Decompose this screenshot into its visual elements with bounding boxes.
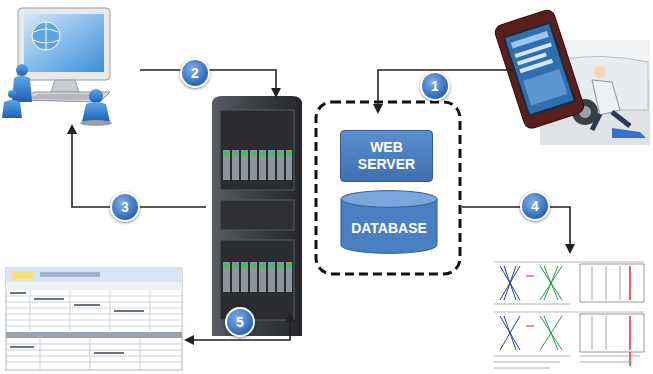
dashed-enclosure <box>316 102 460 274</box>
tablet-photo <box>493 8 650 145</box>
server-tower <box>212 96 302 336</box>
callout-number: 3 <box>110 192 140 222</box>
flow-arrows <box>72 70 570 340</box>
node-label: DATABASE <box>351 220 427 237</box>
chart-image <box>490 256 648 372</box>
node-label: WEB SERVER <box>353 139 420 173</box>
callout-number: 5 <box>225 307 255 337</box>
computer-icon <box>2 8 112 126</box>
database-cylinder: DATABASE <box>340 190 438 254</box>
process-box: WEB SERVER <box>340 130 433 182</box>
callout-number: 1 <box>420 71 450 101</box>
callout-number: 4 <box>520 191 550 221</box>
spreadsheet-screenshot <box>6 268 182 370</box>
callout-number: 2 <box>180 58 210 88</box>
